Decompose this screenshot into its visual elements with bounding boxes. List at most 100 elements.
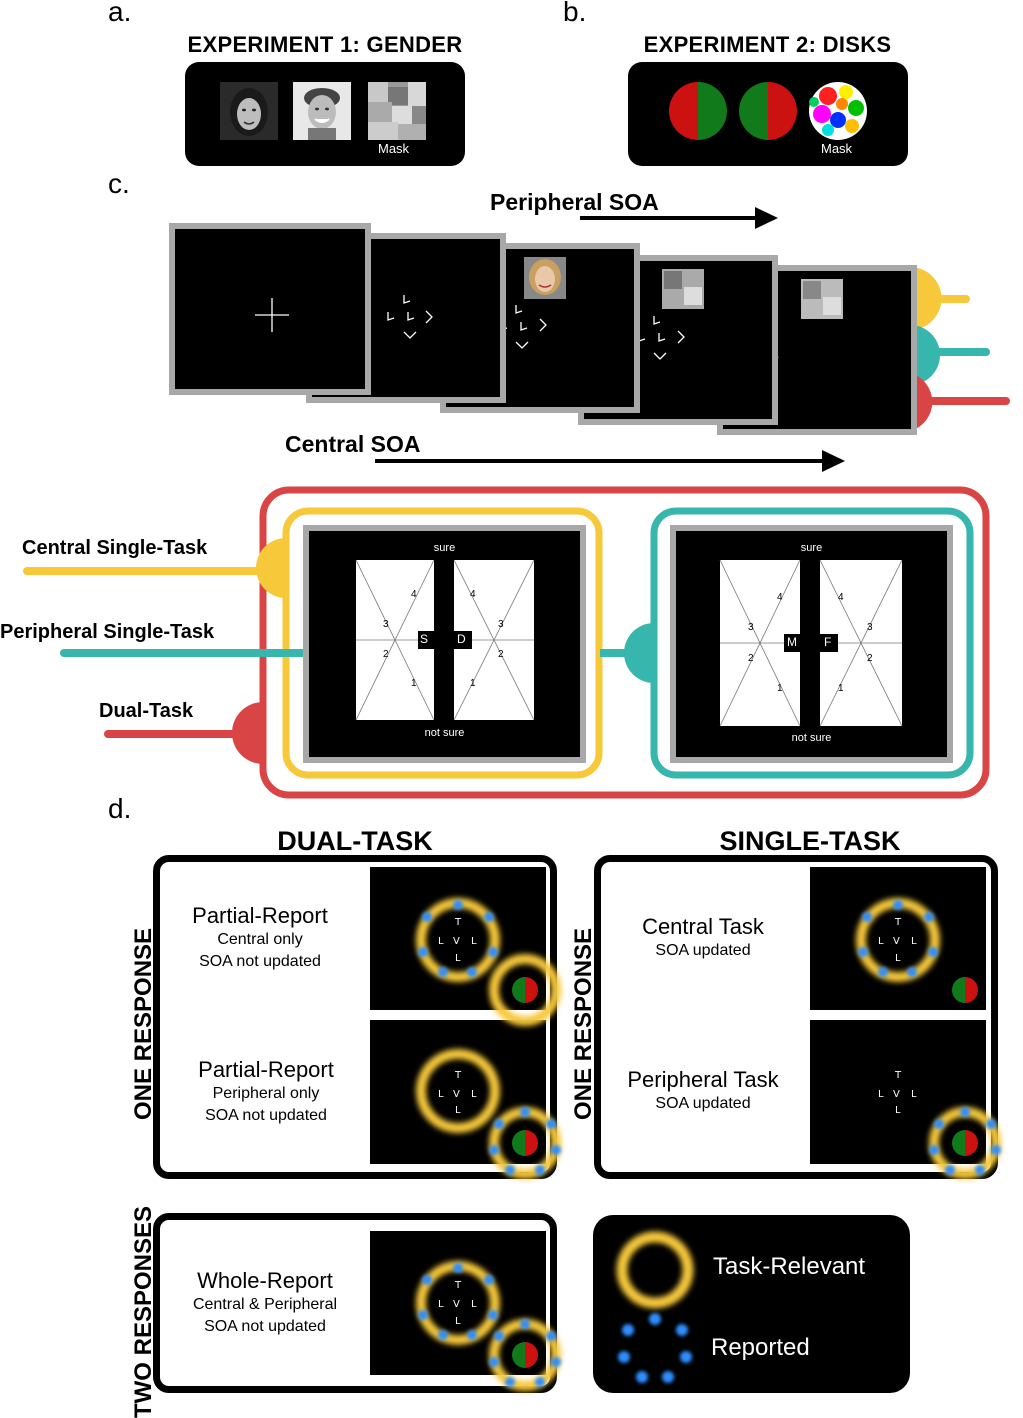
task-relevant-ring-icon: [616, 1231, 694, 1309]
num-l-3: 3: [748, 622, 754, 633]
cond-line1: SOA updated: [655, 1095, 751, 1112]
central-task-text: Central Task SOA updated: [613, 914, 793, 962]
num-l-2: 2: [748, 653, 754, 664]
key-f: F: [824, 635, 832, 649]
key-s: S: [420, 632, 429, 646]
peripheral-task-text: Peripheral Task SOA updated: [613, 1067, 793, 1115]
task-condition-frames: [23, 486, 990, 799]
num-r-1: 1: [838, 683, 844, 694]
exp1-stimulus-box: Mask: [185, 62, 465, 166]
svg-text:T: T: [894, 917, 902, 928]
central-soa-label: Central SOA: [285, 431, 421, 457]
num-l-4: 4: [777, 592, 783, 603]
exp2-title: EXPERIMENT 2: DISKS: [643, 32, 892, 57]
svg-text:L: L: [911, 936, 917, 947]
partial-report-central-text: Partial-Report Central only SOA not upda…: [170, 903, 350, 972]
num-l-2: 2: [383, 649, 389, 660]
svg-text:L: L: [471, 936, 477, 947]
svg-text:L: L: [471, 1299, 477, 1310]
svg-text:T: T: [894, 1070, 902, 1081]
svg-text:V: V: [453, 1089, 460, 1100]
response-screen-central[interactable]: sure S D 4 3 2 1 4 3 2 1 not sure: [303, 525, 586, 763]
panel-label-b: b.: [563, 0, 587, 27]
cond-line1: SOA updated: [655, 942, 751, 959]
central-soa-arrow: [375, 450, 845, 472]
svg-text:L: L: [471, 1089, 477, 1100]
male-face-image: [293, 82, 351, 140]
svg-text:L: L: [895, 1105, 901, 1116]
color-mask-disk: [809, 82, 867, 140]
sure-label: sure: [433, 542, 456, 554]
svg-text:T: T: [454, 1280, 462, 1291]
face-mask-image: [368, 82, 426, 140]
svg-text:L: L: [455, 953, 461, 964]
cond-line1: Central only: [217, 931, 303, 948]
single-task-heading: SINGLE-TASK: [719, 826, 901, 856]
key-m: M: [787, 635, 797, 649]
num-r-4: 4: [838, 592, 844, 603]
cond-line2: SOA not updated: [205, 1106, 327, 1124]
central-single-task-label: Central Single-Task: [22, 537, 208, 559]
exp2-stimulus-box: Mask: [628, 62, 908, 166]
svg-text:L: L: [438, 936, 444, 947]
num-r-3: 3: [498, 619, 504, 630]
whole-report-text: Whole-Report Central & Peripheral SOA no…: [175, 1268, 355, 1337]
svg-text:T: T: [454, 917, 462, 928]
green-red-disk-2: [739, 82, 797, 140]
num-l-1: 1: [411, 678, 417, 689]
cond-title: Partial-Report: [198, 1057, 334, 1082]
svg-text:L: L: [455, 1316, 461, 1327]
not-sure-label: not sure: [791, 732, 832, 744]
female-face-image: [220, 82, 278, 140]
num-l-3: 3: [383, 619, 389, 630]
legend-box: Task-Relevant Reported: [593, 1215, 910, 1393]
sure-label: sure: [800, 542, 823, 554]
legend-task-relevant: Task-Relevant: [713, 1253, 866, 1280]
cond-line2: SOA not updated: [204, 1317, 326, 1335]
peripheral-soa-arrow: [580, 207, 778, 229]
exp1-title: EXPERIMENT 1: GENDER: [187, 32, 463, 57]
not-sure-label: not sure: [424, 727, 465, 739]
dual-task-label: Dual-Task: [99, 700, 194, 722]
svg-text:L: L: [911, 1089, 917, 1100]
red-green-disk-1: [669, 82, 727, 140]
svg-text:L: L: [438, 1089, 444, 1100]
svg-text:V: V: [453, 1299, 460, 1310]
cond-line2: SOA not updated: [199, 952, 321, 970]
svg-text:L: L: [895, 953, 901, 964]
panel-label-a: a.: [108, 0, 132, 27]
reported-dots-icon: [618, 1313, 692, 1383]
num-r-3: 3: [867, 622, 873, 633]
num-r-2: 2: [498, 649, 504, 660]
dual-task-heading: DUAL-TASK: [277, 826, 433, 856]
num-r-4: 4: [470, 589, 476, 600]
svg-text:L: L: [878, 936, 884, 947]
svg-text:L: L: [878, 1089, 884, 1100]
svg-text:L: L: [455, 1105, 461, 1116]
panel-label-d: d.: [108, 793, 132, 824]
screen-1-fixation: [169, 223, 371, 395]
key-d: D: [457, 632, 466, 646]
svg-text:V: V: [893, 1089, 900, 1100]
num-r-1: 1: [470, 678, 476, 689]
response-screen-peripheral[interactable]: sure M F 4 3 2 1 4 3 2 1 not sure: [670, 525, 953, 763]
svg-text:V: V: [453, 936, 460, 947]
svg-text:T: T: [454, 1070, 462, 1081]
cond-line1: Peripheral only: [212, 1085, 320, 1102]
svg-text:L: L: [438, 1299, 444, 1310]
legend-reported: Reported: [711, 1334, 810, 1361]
cond-line1: Central & Peripheral: [192, 1296, 338, 1313]
peripheral-single-task-label: Peripheral Single-Task: [0, 621, 215, 643]
partial-report-peripheral-text: Partial-Report Peripheral only SOA not u…: [176, 1057, 356, 1126]
svg-text:V: V: [893, 936, 900, 947]
panel-label-c: c.: [108, 168, 130, 199]
peripheral-soa-label: Peripheral SOA: [490, 189, 659, 215]
num-l-1: 1: [777, 683, 783, 694]
exp1-mask-label: Mask: [378, 141, 410, 156]
